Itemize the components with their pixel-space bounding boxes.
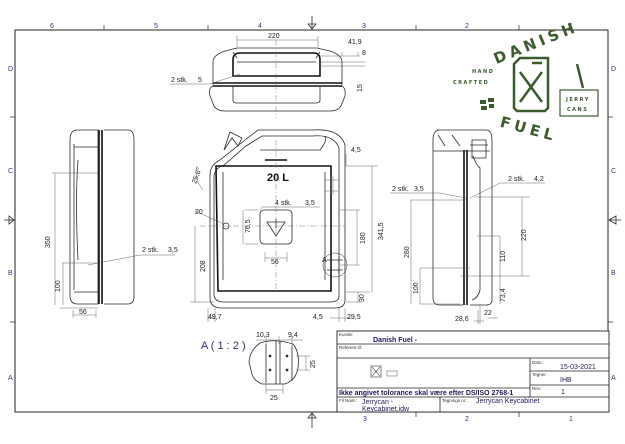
dimension-label: 6 [50,23,54,30]
dimension-label: Referent til: [339,345,362,350]
flag-icon [480,98,494,110]
title-block: Kunde: Danish Fuel - Referent til: Dato.… [336,330,610,413]
dimension-label: 3,5 [168,247,178,254]
dimension-label: 341,5 [378,222,385,240]
dimension-label: 15 [357,84,364,92]
dimension-label: 4,5 [351,147,361,154]
dimension-label: 25 [310,360,317,368]
dimension-label: JERRY [565,97,590,103]
dimension-label: D [611,66,616,73]
dimension-label: 9,4 [288,332,298,339]
dimension-label: 73,4 [500,288,507,302]
dimension-label: 28,6 [455,316,469,323]
dimension-label: FUEL [498,113,559,145]
dimension-label: 5 [154,23,158,30]
dimension-label: A [8,375,13,382]
dimension-label: 10,3 [256,332,270,339]
dimension-label: 4 [258,23,262,30]
dimension-label: 208 [200,260,207,272]
dimension-label: Tegner: [532,372,547,377]
dimension-label: Tegnings nr.: [442,398,468,403]
dimension-label: 4,5 [313,314,323,321]
dimension-label: 3 [363,416,367,423]
dimension-label: 49,7 [208,314,222,321]
dimension-label: 41,9 [348,39,362,46]
dimension-label: Keycabinet.idw [362,406,410,413]
dimension-label: 56 [79,309,87,316]
dimension-label: 3,5 [305,200,315,207]
detail-a-view: A ( 1 : 2 ) 10,3 9,4 25 25 [201,332,317,402]
dimension-label: IHB [560,377,572,384]
dimension-label: 1 [569,416,573,423]
dimension-label: Danish Fuel - [373,337,418,344]
dimension-label: 3 [362,23,366,30]
dimension-label: 29,5 [347,314,361,321]
dimension-label: Jerrycan - [362,399,394,406]
dimension-label: B [8,270,13,277]
dimension-label: CRAFTED [453,80,489,86]
dimension-label: 220 [268,33,280,40]
dimension-label: 100 [55,280,62,292]
dimension-label: 280 [404,246,411,258]
dimension-label: HAND [472,69,494,75]
dimension-label: C [611,168,616,175]
dimension-label: 4,2 [534,176,544,183]
dimension-label: 5 [198,77,202,84]
dimension-label: 56 [271,259,279,266]
left-side-view: 350 100 56 2 stk. 3,5 [45,129,178,318]
dimension-label: 1 [561,389,565,396]
dimension-label: 76,5 [245,219,252,233]
dimension-label: C [8,168,13,175]
dimension-label: 8 [362,50,366,57]
zone-ticks [10,25,613,417]
jerrycan-logo-icon [512,56,550,113]
dimension-label: Ikke angivet tolorance skal være efter D… [339,390,513,397]
dimension-label: A [322,257,327,264]
dimension-label: 30 [359,294,366,302]
centering-arrows [4,16,621,428]
zone-labels: 6 5 4 3 2 1 D C B A D C B A 3 2 1 [8,23,616,423]
dimension-label: 20 [195,209,203,216]
dimension-label: Fil Navn: [339,398,357,403]
dimension-label: 220 [521,229,528,241]
dimension-label: 2 stk. [171,77,188,84]
dimension-label: A [611,375,616,382]
dimension-label: 22 [484,310,492,317]
drawing-frame [14,29,609,413]
right-side-view: 280 100 220 110 73,4 22 28,6 2 stk. 3,5 … [390,129,545,324]
top-view: 220 41,9 8 15 2 stk. 5 [170,33,366,118]
dimension-label: 110 [500,251,507,262]
dimension-label: 15-03-2021 [560,364,596,371]
dimension-label: CANS [567,107,588,113]
dimension-label: 2 stk. [392,186,409,193]
front-view: 20 L A 180 341,5 4,5 30 76,5 56 208 49,7… [190,129,385,322]
dimension-label: 25 [270,395,278,402]
danish-fuel-logo: DANISH FUEL HAND CRAFTED JERRY CANS [453,18,599,145]
dimension-label: DANISH [491,18,581,68]
dimension-label: 350 [45,236,52,248]
dimension-label: B [611,270,616,277]
dimension-label: 3,5 [414,186,424,193]
dimension-label: Dato.: [532,360,544,365]
dimension-label: 2 stk. [508,176,525,183]
dimension-label: 2 [465,416,469,423]
title-block-logo [370,365,398,378]
dimension-label: A ( 1 : 2 ) [201,340,246,352]
dimension-label: 1 [569,23,573,30]
dimension-label: 4 stk. [275,200,292,207]
dimension-label: 100 [413,282,420,294]
dimension-label: 25,6° [190,166,203,184]
dimension-label: Jerrycan Keycabinet [476,398,539,405]
dimension-label: 180 [360,232,367,244]
dimension-label: Kunde: [339,332,353,337]
dimension-label: D [8,66,13,73]
dimension-label: 20 L [267,172,289,184]
dimension-label: 2 stk. [142,247,159,254]
dimension-label: 2 [465,23,469,30]
dimension-label: Rev.: [532,386,542,391]
